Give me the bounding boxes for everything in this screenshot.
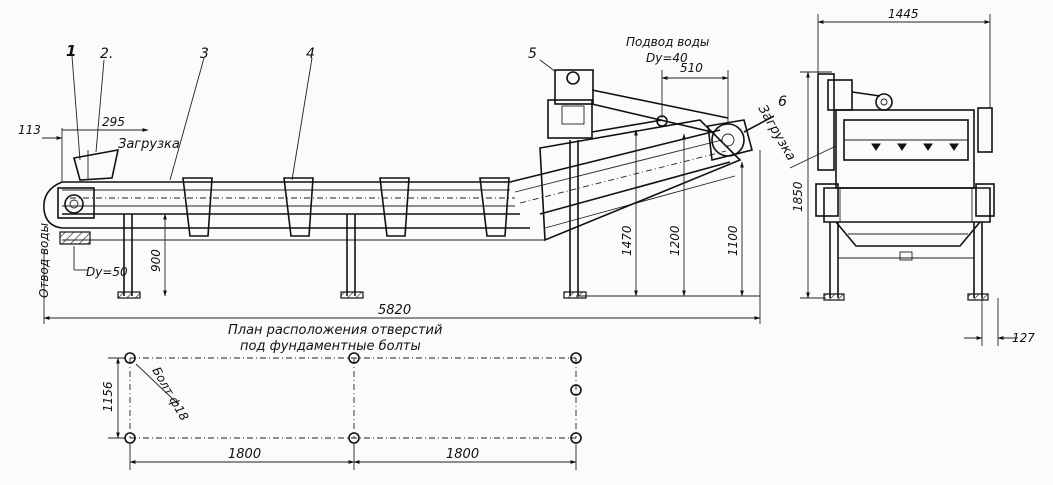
incline-bottom bbox=[539, 161, 731, 215]
drain-tray bbox=[59, 231, 91, 245]
callout-2: 2. bbox=[100, 46, 113, 62]
callout-numbers: 1 2. 3 4 5 6 bbox=[66, 42, 787, 110]
dim-1850: 1850 bbox=[791, 181, 805, 212]
label-water-supply-dn: Dу=40 bbox=[646, 51, 688, 65]
drive-box bbox=[57, 187, 95, 219]
bolt-holes bbox=[124, 352, 582, 444]
dim-1200: 1200 bbox=[668, 225, 682, 256]
front-view bbox=[789, 14, 1018, 346]
callout-6: 6 bbox=[778, 94, 787, 110]
front-side-panel bbox=[817, 73, 835, 171]
dim-900: 900 bbox=[149, 249, 163, 272]
callout-3: 3 bbox=[200, 46, 209, 62]
plan-title-line-1: План расположения отверстий bbox=[228, 323, 442, 338]
head-pulley bbox=[711, 123, 745, 157]
dim-295: 295 bbox=[102, 115, 125, 129]
callout-1: 1 bbox=[66, 42, 76, 60]
front-body bbox=[823, 187, 991, 223]
label-water-drain-dn: Dу=50 bbox=[86, 265, 128, 279]
foundation-plan bbox=[108, 352, 582, 470]
label-water-drain: Отвод воды bbox=[37, 223, 51, 298]
dim-5820: 5820 bbox=[378, 303, 411, 318]
dim-1156: 1156 bbox=[101, 381, 115, 412]
callout-5: 5 bbox=[528, 46, 537, 62]
incline-housing bbox=[539, 119, 742, 242]
dim-113: 113 bbox=[18, 123, 41, 137]
drive-belt-top bbox=[591, 89, 729, 119]
dim-510: 510 bbox=[680, 61, 703, 75]
left-drum bbox=[43, 181, 63, 229]
dimension-values: 113 295 510 900 1470 1200 1100 5820 1445… bbox=[18, 7, 1035, 462]
motor-5 bbox=[554, 69, 594, 105]
loading-hopper-left bbox=[72, 148, 120, 181]
front-pulley bbox=[875, 93, 893, 111]
callout-4: 4 bbox=[306, 46, 315, 62]
plan-title-line-2: под фундаментные болты bbox=[240, 339, 421, 354]
dim-1800-right: 1800 bbox=[446, 447, 479, 462]
dim-1445: 1445 bbox=[888, 7, 919, 21]
wash-trays bbox=[182, 177, 510, 237]
dim-1470: 1470 bbox=[620, 225, 634, 256]
gearbox bbox=[547, 99, 593, 139]
label-loading-left: Загрузка bbox=[118, 137, 180, 152]
dim-127: 127 bbox=[1012, 331, 1035, 345]
label-water-supply: Подвод воды bbox=[626, 35, 709, 49]
spray-nozzles bbox=[871, 143, 959, 151]
support-legs bbox=[117, 140, 587, 299]
dim-1800-left: 1800 bbox=[228, 447, 261, 462]
dim-1100: 1100 bbox=[726, 225, 740, 256]
label-bolt: Болт ф18 bbox=[149, 365, 191, 424]
label-loading-right: Загрузка bbox=[755, 103, 799, 164]
side-elevation-view bbox=[42, 55, 775, 324]
